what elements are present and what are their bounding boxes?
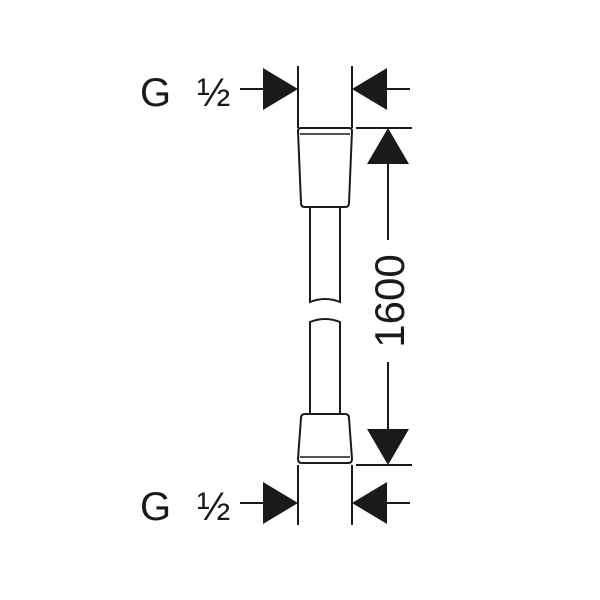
hose-nut-bottom (296, 413, 354, 464)
thread-letter-top: G (140, 71, 171, 115)
arrowhead-length-top (367, 128, 409, 164)
length-dimension (356, 127, 412, 466)
hose-nut-top (296, 127, 354, 208)
width-dimension-top (240, 66, 410, 128)
thread-letter-bottom: G (140, 485, 171, 529)
thread-label-top: G ½ (140, 71, 230, 115)
arrowhead-bottom-right (352, 482, 387, 524)
hose (296, 127, 354, 464)
thread-size-top: ½ (197, 71, 230, 115)
thread-label-bottom: G ½ (140, 485, 230, 529)
hose-lower-segment (309, 318, 341, 414)
width-dimension-bottom (240, 465, 410, 525)
arrowhead-top-left (263, 68, 298, 110)
arrowhead-top-right (352, 68, 387, 110)
length-dimension-value: 1600 (366, 254, 413, 347)
thread-size-bottom: ½ (197, 485, 230, 529)
arrowhead-length-bottom (367, 429, 409, 465)
hose-upper-segment (309, 207, 341, 304)
arrowhead-bottom-left (263, 482, 298, 524)
